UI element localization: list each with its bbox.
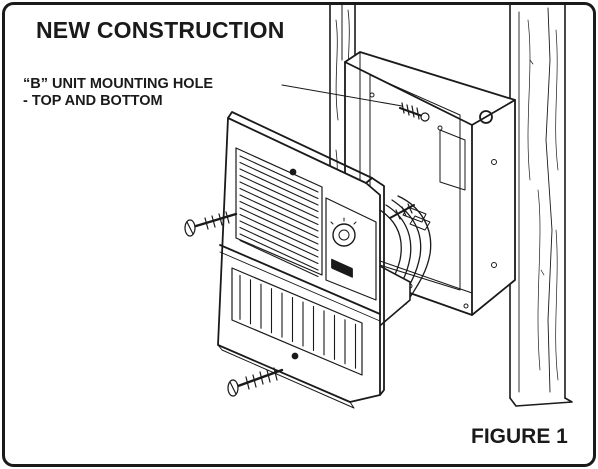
- upper-louver-line: [239, 213, 319, 252]
- upper-grille-louvers: [239, 155, 319, 278]
- upper-mounting-hole: [289, 168, 297, 176]
- upper-louver-line: [239, 220, 319, 258]
- upper-louver-line: [239, 161, 319, 200]
- box-knockout-hole: [479, 110, 493, 124]
- upper-louver-line: [239, 207, 319, 245]
- top-box-screw: [398, 102, 430, 122]
- thermostat-knob: [332, 223, 356, 247]
- inner-screw: [389, 203, 415, 220]
- callout-label-line-2: - TOP AND BOTTOM: [23, 93, 163, 109]
- diagram-title: NEW CONSTRUCTION: [36, 17, 285, 43]
- upper-louver-line: [239, 239, 319, 278]
- left-lower-screw: [227, 367, 284, 397]
- upper-louver-line: [239, 200, 319, 239]
- upper-louver-line: [239, 233, 319, 271]
- callout-leader-line: [281, 84, 403, 107]
- upper-louver-line: [239, 194, 319, 232]
- heater-front-unit: [217, 111, 385, 409]
- callout-label-line-1: “B” UNIT MOUNTING HOLE: [23, 76, 214, 92]
- lower-mounting-hole: [291, 352, 299, 360]
- upper-louver-line: [239, 155, 319, 193]
- right-wood-stud: [509, 3, 573, 407]
- upper-louver-line: [239, 168, 319, 206]
- upper-louver-line: [239, 181, 319, 219]
- upper-louver-line: [239, 226, 319, 265]
- upper-louver-line: [239, 174, 319, 213]
- figure-label: FIGURE 1: [471, 425, 568, 448]
- left-upper-screw: [184, 211, 238, 237]
- brand-badge: [331, 258, 353, 278]
- lower-grille-louvers: [239, 274, 357, 369]
- upper-louver-line: [239, 187, 319, 226]
